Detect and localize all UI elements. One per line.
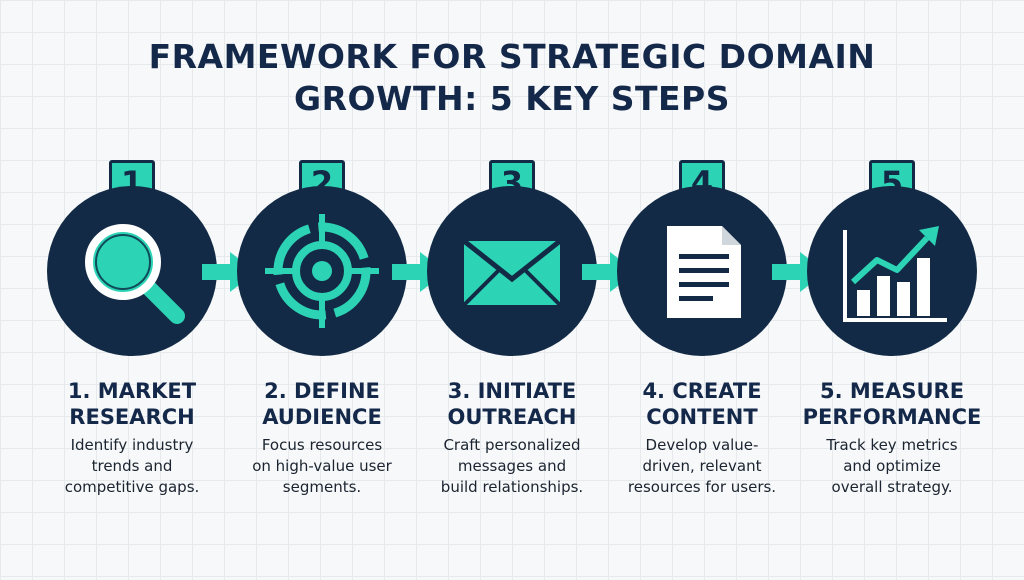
step-2-circle [237,186,407,356]
step-1-desc-line-1: Identify industry [70,436,194,454]
step-5-title-line-2: PERFORMANCE [802,405,982,429]
step-2-desc-line-2: on high-value user [252,457,392,475]
step-5-circle [807,186,977,356]
magnifying-glass-icon [85,224,185,324]
step-4-description: Develop value- driven, relevant resource… [607,435,797,498]
step-3-desc-line-2: messages and [457,457,567,475]
step-3-title-line-1: 3. INITIATE [447,379,577,403]
step-1-title-line-1: 1. MARKET [67,379,197,403]
step-3-desc-line-1: Craft personalized [443,436,581,454]
step-4-title-line-1: 4. CREATE [642,379,762,403]
step-4-desc-line-1: Develop value- [645,436,759,454]
step-1-title: 1. MARKET RESEARCH [37,378,227,430]
step-4-desc-line-2: driven, relevant [642,457,762,475]
step-1-description: Identify industry trends and competitive… [37,435,227,498]
step-5-title-line-1: 5. MEASURE [819,379,965,403]
step-5-title: 5. MEASURE PERFORMANCE [797,378,987,430]
step-2-desc-line-3: segments. [282,478,362,496]
step-4-desc-line-3: resources for users. [627,478,777,496]
document-icon [667,226,741,318]
step-1-circle [47,186,217,356]
step-5-description: Track key metrics and optimize overall s… [797,435,987,498]
step-3-desc-line-3: build relationships. [440,478,584,496]
step-4-title-line-2: CONTENT [646,405,758,429]
step-4-title: 4. CREATE CONTENT [607,378,797,430]
title-line-1: FRAMEWORK FOR STRATEGIC DOMAIN [148,37,876,76]
step-5-desc-line-3: overall strategy. [831,478,953,496]
step-2-title: 2. DEFINE AUDIENCE [227,378,417,430]
step-1-title-line-2: RESEARCH [69,405,195,429]
step-3-title: 3. INITIATE OUTREACH [417,378,607,430]
step-2-description: Focus resources on high-value user segme… [227,435,417,498]
step-1-desc-line-2: trends and [91,457,173,475]
step-5-desc-line-2: and optimize [843,457,941,475]
step-2-desc-line-1: Focus resources [261,436,383,454]
step-3-title-line-2: OUTREACH [447,405,577,429]
step-1-desc-line-3: competitive gaps. [64,478,200,496]
step-3-description: Craft personalized messages and build re… [417,435,607,498]
title-line-2: GROWTH: 5 KEY STEPS [294,79,730,118]
envelope-icon [462,239,562,307]
page-title: FRAMEWORK FOR STRATEGIC DOMAIN GROWTH: 5… [0,36,1024,120]
step-4-circle [617,186,787,356]
step-3-circle [427,186,597,356]
growth-chart-icon [843,226,947,322]
target-icon [265,214,379,328]
step-2-title-line-1: 2. DEFINE [264,379,380,403]
step-2-title-line-2: AUDIENCE [262,405,382,429]
step-5-desc-line-1: Track key metrics [826,436,958,454]
